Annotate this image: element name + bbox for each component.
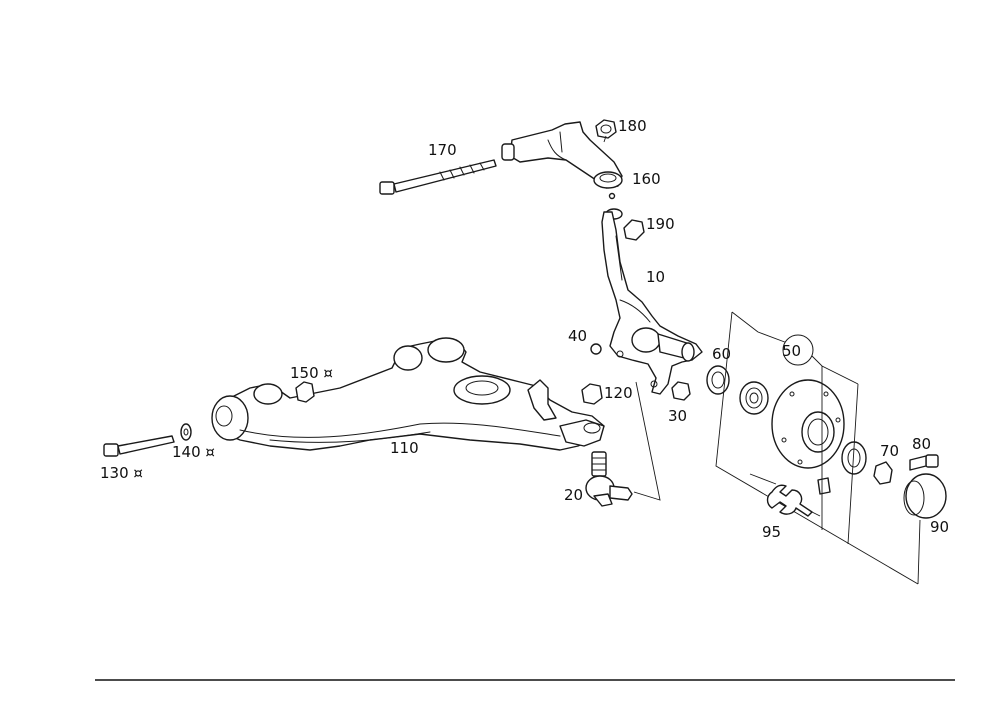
callout-10: 10 xyxy=(646,268,665,286)
callout-95: 95 xyxy=(762,523,781,541)
callout-180: 180 xyxy=(618,117,647,135)
callout-60: 60 xyxy=(712,345,731,363)
washer-140 xyxy=(180,423,192,441)
seal-60 xyxy=(706,365,730,395)
callout-120: 120 xyxy=(604,384,633,402)
callout-160: 160 xyxy=(632,170,661,188)
wrench-icon xyxy=(766,484,813,517)
nut-30 xyxy=(671,381,691,401)
callout-140: 140 ¤ xyxy=(172,443,215,461)
callout-30: 30 xyxy=(668,407,687,425)
callout-40: 40 xyxy=(568,327,587,345)
callout-circle-50 xyxy=(782,334,814,366)
inner-bearing xyxy=(739,381,769,415)
lower-control-arm xyxy=(211,337,605,451)
callout-110: 110 xyxy=(390,439,419,457)
group-bracket-20 xyxy=(633,381,661,501)
callout-50: 50 xyxy=(782,342,801,360)
screw-80 xyxy=(909,454,939,471)
bolt-130 xyxy=(103,435,175,457)
callout-150: 150 ¤ xyxy=(290,364,333,382)
nut-150 xyxy=(295,381,315,403)
ball-joint xyxy=(585,451,633,507)
nut-70 xyxy=(873,461,893,485)
hub-cap xyxy=(903,473,947,519)
bushing-40 xyxy=(590,343,602,355)
upper-control-arm xyxy=(501,121,623,200)
nut-180 xyxy=(595,119,617,139)
callout-80: 80 xyxy=(912,435,931,453)
callout-70: 70 xyxy=(880,442,899,460)
callout-20: 20 xyxy=(564,486,583,504)
callout-190: 190 xyxy=(646,215,675,233)
hub-bolt xyxy=(817,477,831,495)
wheel-hub xyxy=(771,379,845,469)
callout-90: 90 xyxy=(930,518,949,536)
nut-120 xyxy=(581,383,603,405)
long-bolt xyxy=(379,159,497,195)
callout-170: 170 xyxy=(428,141,457,159)
callout-130: 130 ¤ xyxy=(100,464,143,482)
steering-knuckle xyxy=(601,211,703,395)
